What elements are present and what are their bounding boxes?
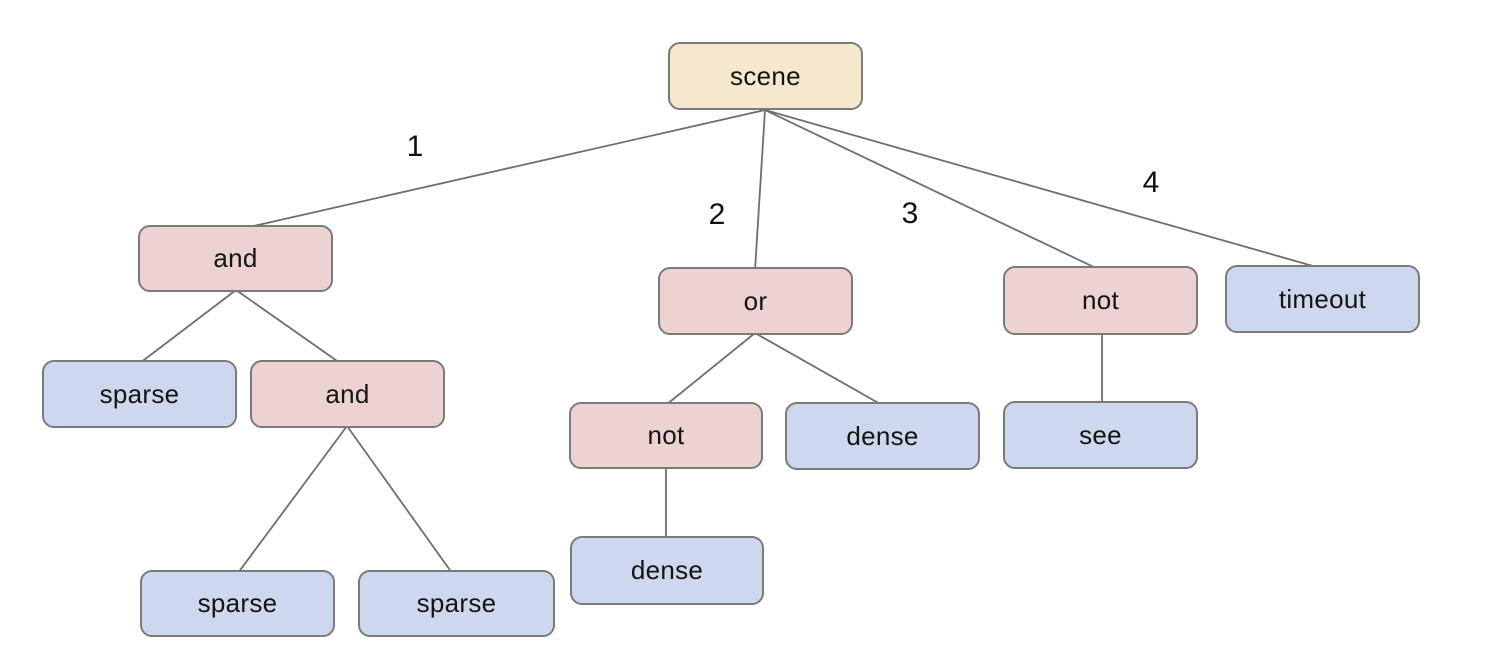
edge-scene-and: [235, 109, 766, 231]
edge-and-sparse: [139, 289, 237, 364]
edge-and2-sparse3: [346, 425, 453, 574]
node-sparse-1: sparse: [42, 360, 237, 428]
node-dense-1: dense: [785, 402, 980, 470]
edge-and2-sparse2: [237, 425, 348, 574]
node-or-1: or: [658, 267, 853, 335]
node-sparse-2: sparse: [140, 570, 335, 637]
edge-or-dense: [754, 332, 883, 406]
edge-label-2: 2: [708, 198, 726, 231]
node-scene: scene: [668, 42, 863, 110]
node-and-1: and: [138, 225, 333, 292]
node-not-1: not: [1003, 266, 1198, 335]
node-see-1: see: [1003, 401, 1198, 469]
edge-or-not2: [665, 332, 756, 406]
edge-scene-or: [754, 109, 766, 271]
node-and-2: and: [250, 360, 445, 428]
edge-label-3: 3: [901, 197, 919, 230]
edge-label-1: 1: [406, 130, 424, 163]
edge-and-and: [235, 289, 341, 364]
node-dense-2: dense: [570, 536, 764, 605]
edge-scene-not: [764, 109, 1101, 271]
node-not-2: not: [569, 402, 763, 469]
node-timeout-1: timeout: [1225, 265, 1420, 333]
node-sparse-3: sparse: [358, 570, 555, 637]
edge-scene-timeout: [764, 109, 1321, 269]
edge-label-4: 4: [1142, 166, 1160, 199]
